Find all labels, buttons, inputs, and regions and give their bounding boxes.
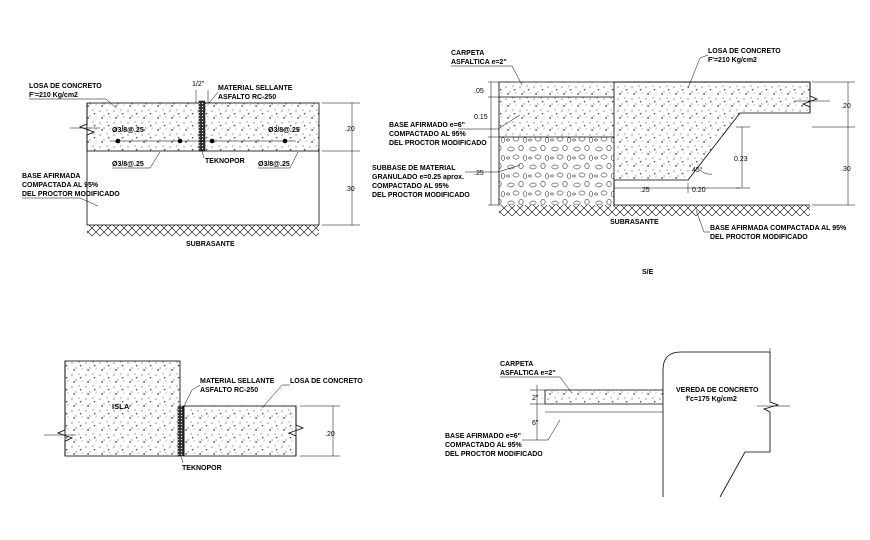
dim-020-bottom: 0.20 [692, 187, 706, 194]
subbase-gravel [499, 137, 614, 205]
label-base-proctor: DEL PROCTOR MODIFICADO [22, 191, 120, 198]
label-losa-strength: F'=210 Kg/cm2 [29, 92, 78, 99]
label-teknopor-2: TEKNOPOR [182, 465, 222, 472]
label-losa-2: LOSA DE CONCRETO [708, 48, 781, 55]
asphalt-carpet-2 [545, 390, 663, 404]
label-carpeta: CARPETA [451, 50, 484, 57]
sidewalk-block [662, 351, 780, 498]
label-base-4-proctor: DEL PROCTOR MODIFICADO [445, 451, 543, 458]
dim-023: 0.23 [734, 156, 748, 163]
label-base-2-proctor: DEL PROCTOR MODIFICADO [389, 140, 487, 147]
label-carpeta-2-thickness: ASFALTICA e=2" [500, 370, 556, 377]
label-teknopor: TEKNOPOR [205, 158, 245, 165]
island-block [65, 361, 180, 456]
label-bar-bottom-right: Ø3/8@.25 [258, 161, 290, 168]
label-subbase: SUBBASE DE MATERIAL [372, 165, 456, 172]
label-vereda-strength: f'c=175 Kg/cm2 [686, 396, 737, 403]
label-sealant-2-type: ASFALTO RC-250 [200, 387, 258, 394]
label-losa: LOSA DE CONCRETO [29, 83, 102, 90]
label-base-4-compaction: COMPACTADO AL 95% [445, 442, 523, 449]
label-carpeta-2: CARPETA [500, 361, 533, 368]
label-subbase-proctor: DEL PROCTOR MODIFICADO [372, 192, 470, 199]
detail-joint-with-dowels: .20 .30 LOSA DE CONCRETO F'=210 Kg/cm2 1… [22, 81, 360, 248]
concrete-slab-right [614, 82, 810, 180]
label-carpeta-thickness: ASFALTICA e=2" [451, 59, 507, 66]
label-subbase-compaction: COMPACTADO AL 95% [372, 183, 450, 190]
label-base-2-compaction: COMPACTADO AL 95% [389, 131, 467, 138]
concrete-slab-3 [184, 406, 296, 456]
dim-25-bottom: .25 [640, 187, 650, 194]
label-subgrade-2: SUBRASANTE [610, 219, 659, 226]
label-sealant-type: ASFALTO RC-250 [218, 94, 276, 101]
label-vereda: VEREDA DE CONCRETO [676, 387, 759, 394]
label-base-compaction: COMPACTADA AL 95% [22, 182, 99, 189]
sealant-joint-2 [178, 406, 184, 456]
detail-island-joint: .20 MATERIAL SELLANTE ASFALTO RC-250 LOS… [44, 360, 363, 472]
dim-20-right: .20 [841, 103, 851, 110]
detail-sidewalk: 2" 6" CARPETA ASFALTICA e=2" VEREDA DE C… [445, 348, 790, 498]
label-sealant-2: MATERIAL SELLANTE [200, 378, 275, 385]
label-subbase-material: GRANULADO e=0.25 aprox. [372, 174, 464, 181]
label-isla: ISLA [112, 402, 130, 411]
label-bar-top-left: Ø3/8@.25 [112, 127, 144, 134]
dim-slab-thickness: .20 [345, 126, 355, 133]
label-base-right: BASE AFIRMADA COMPACTADA AL 95% [710, 225, 847, 232]
dim-30-right: .30 [841, 166, 851, 173]
sealant-joint [199, 101, 205, 151]
label-subgrade: SUBRASANTE [186, 241, 235, 248]
dim-base-thickness: .30 [345, 186, 355, 193]
dim-20-island: .20 [325, 431, 335, 438]
dim-25: .25 [474, 170, 484, 177]
dim-2-inch: 2" [532, 395, 539, 402]
dim-05: .05 [474, 88, 484, 95]
label-base-right-proctor: DEL PROCTOR MODIFICADO [710, 234, 808, 241]
dim-015: 0.15 [474, 114, 488, 121]
granular-base [499, 97, 614, 137]
label-base-4: BASE AFIRMADO e=6" [445, 433, 521, 440]
dim-6-inch: 6" [532, 420, 539, 427]
label-sealant: MATERIAL SELLANTE [218, 85, 293, 92]
label-losa-3: LOSA DE CONCRETO [290, 378, 363, 385]
subgrade-hatch-2 [499, 205, 810, 216]
label-bar-top-right: Ø3/8@.25 [268, 127, 300, 134]
label-base: BASE AFIRMADA [22, 173, 80, 180]
asphalt-carpet [499, 82, 614, 97]
dim-half-inch: 1/2" [192, 81, 205, 88]
label-losa-2-strength: F'=210 Kg/cm2 [708, 57, 757, 64]
label-base-2: BASE AFIRMADO e=6" [389, 122, 465, 129]
label-bar-bottom-left: Ø3/8@.25 [112, 161, 144, 168]
dim-45-degree: 45° [692, 166, 703, 174]
label-scale: S/E [642, 269, 654, 276]
detail-pavement-transition: .05 0.15 .25 .20 .30 0.23 45° .25 0.20 C… [372, 48, 855, 276]
subgrade-hatch [87, 225, 319, 236]
